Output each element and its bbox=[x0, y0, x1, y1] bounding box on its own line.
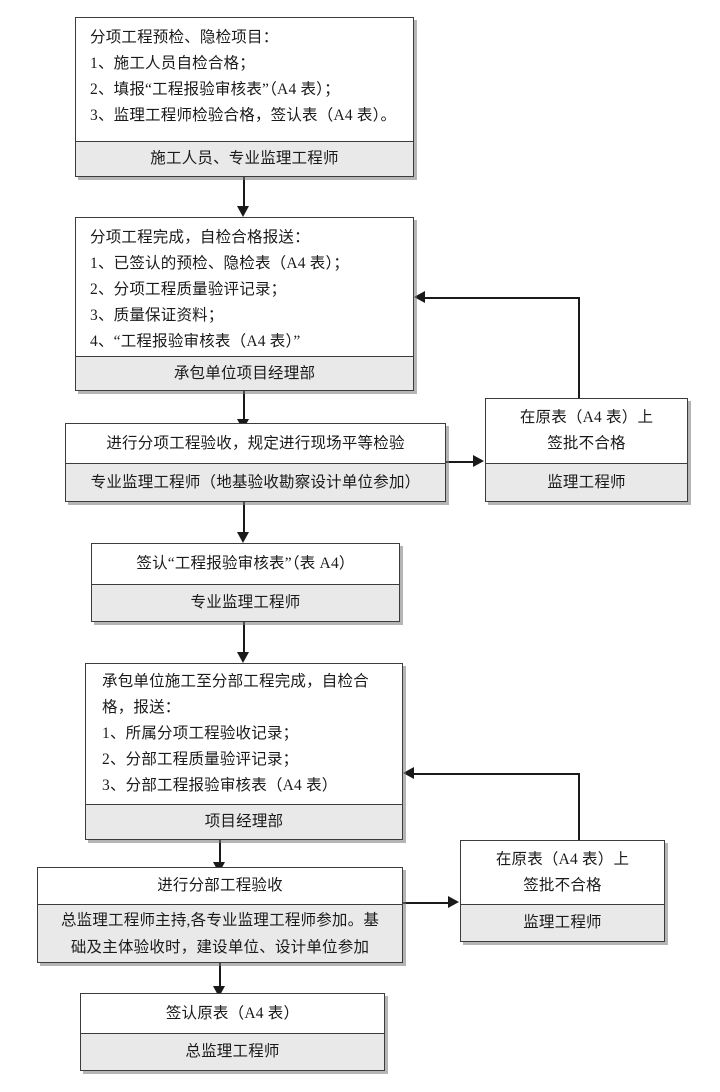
node-subitem-precheck[interactable]: 分项工程预检、隐检项目： 1、施工人员自检合格； 2、填报“工程报验审核表”（A… bbox=[75, 17, 414, 177]
node-4-line-0: 签认“工程报验审核表”（表 A4） bbox=[136, 555, 355, 572]
node-5-role: 项目经理部 bbox=[86, 804, 402, 839]
node-6-role: 总监理工程师主持,各专业监理工程师参加。基 础及主体验收时，建设单位、设计单位参… bbox=[38, 904, 402, 962]
node-6-line-0: 进行分部工程验收 bbox=[157, 877, 283, 894]
node-2-role-label: 承包单位项目经理部 bbox=[173, 364, 316, 382]
node-6-role-line-1: 础及主体验收时，建设单位、设计单位参加 bbox=[70, 938, 370, 956]
node-4-role-label: 专业监理工程师 bbox=[190, 594, 301, 611]
node-5-line-3: 2、分部工程质量验评记录； bbox=[102, 751, 299, 768]
arrow-down-n6-n7 bbox=[213, 986, 225, 997]
connector-n6r-left bbox=[414, 773, 579, 775]
connector-n2-n3 bbox=[243, 391, 245, 422]
connector-n4-n5 bbox=[243, 622, 245, 655]
node-2-body: 分项工程完成，自检合格报送： 1、已签认的预检、隐检表（A4 表）； 2、分项工… bbox=[76, 218, 413, 356]
node-2-line-2: 2、分项工程质量验评记录； bbox=[90, 281, 287, 298]
node-sign-original-form[interactable]: 签认原表（A4 表） 总监理工程师 bbox=[80, 993, 385, 1071]
node-7-body: 签认原表（A4 表） bbox=[81, 994, 384, 1033]
node-3r-role-label: 监理工程师 bbox=[547, 473, 626, 491]
connector-n1-n2 bbox=[243, 177, 245, 209]
node-subitem-acceptance[interactable]: 进行分项工程验收，规定进行现场平等检验 专业监理工程师（地基验收勘察设计单位参加… bbox=[65, 423, 446, 502]
arrow-right-n6-n6r bbox=[448, 896, 459, 908]
node-2-line-4: 4、“工程报验审核表（A4 表）” bbox=[90, 333, 301, 350]
node-3-role: 专业监理工程师（地基验收勘察设计单位参加） bbox=[66, 463, 445, 501]
arrow-down-n1-n2 bbox=[237, 206, 249, 217]
node-5-line-1: 格，报送： bbox=[102, 699, 181, 716]
node-6r-line-0: 在原表（A4 表）上 bbox=[495, 850, 630, 868]
node-3-body: 进行分项工程验收，规定进行现场平等检验 bbox=[66, 424, 445, 463]
node-2-line-1: 1、已签认的预检、隐检表（A4 表）； bbox=[90, 255, 350, 272]
node-1-role-label: 施工人员、专业监理工程师 bbox=[150, 150, 339, 167]
connector-n3r-up bbox=[578, 297, 580, 398]
connector-n3-n3r bbox=[446, 461, 474, 463]
node-2-line-3: 3、质量保证资料； bbox=[90, 307, 224, 324]
node-division-acceptance[interactable]: 进行分部工程验收 总监理工程师主持,各专业监理工程师参加。基 础及主体验收时，建… bbox=[37, 867, 403, 963]
connector-n6-n6r bbox=[403, 902, 449, 904]
node-7-role: 总监理工程师 bbox=[81, 1033, 384, 1070]
node-3-line-0: 进行分项工程验收，规定进行现场平等检验 bbox=[106, 434, 405, 452]
node-1-line-2: 2、填报“工程报验审核表”（A4 表）； bbox=[90, 81, 340, 98]
node-5-body: 承包单位施工至分部工程完成，自检合 格，报送： 1、所属分项工程验收记录； 2、… bbox=[86, 664, 402, 804]
node-1-body: 分项工程预检、隐检项目： 1、施工人员自检合格； 2、填报“工程报验审核表”（A… bbox=[76, 18, 413, 141]
connector-n6r-up bbox=[578, 773, 580, 840]
arrow-left-n3r-n2 bbox=[414, 291, 425, 303]
arrow-down-n4-n5 bbox=[237, 652, 249, 663]
connector-n3-n4 bbox=[243, 502, 245, 535]
node-6r-body: 在原表（A4 表）上 签批不合格 bbox=[461, 841, 664, 904]
node-3r-line-0: 在原表（A4 表）上 bbox=[519, 409, 654, 426]
connector-n3r-left bbox=[425, 297, 579, 299]
node-4-body: 签认“工程报验审核表”（表 A4） bbox=[92, 544, 399, 584]
node-reject-division[interactable]: 在原表（A4 表）上 签批不合格 监理工程师 bbox=[460, 840, 665, 942]
node-5-line-0: 承包单位施工至分部工程完成，自检合 bbox=[102, 673, 369, 690]
connector-n6-n7 bbox=[219, 963, 221, 989]
node-1-line-0: 分项工程预检、隐检项目： bbox=[90, 29, 279, 46]
node-2-line-0: 分项工程完成，自检合格报送： bbox=[90, 229, 310, 246]
node-6-body: 进行分部工程验收 bbox=[38, 868, 402, 904]
node-1-line-1: 1、施工人员自检合格； bbox=[90, 55, 255, 72]
node-2-role: 承包单位项目经理部 bbox=[76, 356, 413, 390]
arrow-down-n3-n4 bbox=[237, 532, 249, 543]
node-3r-line-1: 签批不合格 bbox=[547, 435, 626, 452]
node-division-complete-submit[interactable]: 承包单位施工至分部工程完成，自检合 格，报送： 1、所属分项工程验收记录； 2、… bbox=[85, 663, 403, 840]
node-3r-role: 监理工程师 bbox=[486, 463, 687, 501]
node-6r-line-1: 签批不合格 bbox=[523, 876, 602, 894]
node-3r-body: 在原表（A4 表）上 签批不合格 bbox=[486, 399, 687, 463]
node-1-role: 施工人员、专业监理工程师 bbox=[76, 141, 413, 176]
node-subitem-complete-submit[interactable]: 分项工程完成，自检合格报送： 1、已签认的预检、隐检表（A4 表）； 2、分项工… bbox=[75, 217, 414, 391]
node-reject-subitem[interactable]: 在原表（A4 表）上 签批不合格 监理工程师 bbox=[485, 398, 688, 502]
node-sign-inspection-form[interactable]: 签认“工程报验审核表”（表 A4） 专业监理工程师 bbox=[91, 543, 400, 622]
node-5-role-label: 项目经理部 bbox=[204, 813, 284, 830]
node-5-line-4: 3、分部工程报验审核表（A4 表） bbox=[102, 777, 338, 794]
connector-n5-n6 bbox=[219, 840, 221, 865]
node-5-line-2: 1、所属分项工程验收记录； bbox=[102, 725, 299, 742]
node-6-role-text: 总监理工程师主持,各专业监理工程师参加。基 础及主体验收时，建设单位、设计单位参… bbox=[38, 905, 402, 962]
node-1-line-3: 3、监理工程师检验合格，签认表（A4 表）。 bbox=[90, 107, 397, 124]
node-7-role-label: 总监理工程师 bbox=[185, 1043, 280, 1060]
arrow-right-n3-n3r bbox=[473, 455, 484, 467]
node-3-role-label: 专业监理工程师（地基验收勘察设计单位参加） bbox=[90, 473, 421, 491]
node-6-role-line-0: 总监理工程师主持,各专业监理工程师参加。基 bbox=[60, 911, 380, 929]
arrow-left-n6r-n5 bbox=[403, 767, 414, 779]
node-6r-role-label: 监理工程师 bbox=[523, 914, 602, 931]
node-7-line-0: 签认原表（A4 表） bbox=[165, 1004, 300, 1022]
node-4-role: 专业监理工程师 bbox=[92, 584, 399, 621]
node-6r-role: 监理工程师 bbox=[461, 904, 664, 941]
